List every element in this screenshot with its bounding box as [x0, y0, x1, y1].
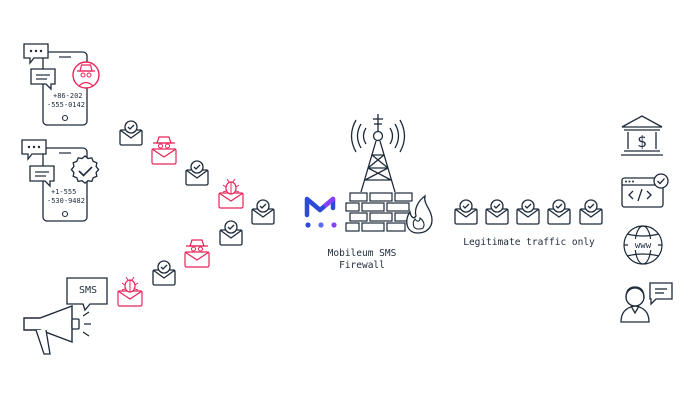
- envelope-check-icon: [579, 199, 603, 225]
- megaphone-icon: [23, 304, 91, 355]
- bug-envelope-icon: [218, 178, 244, 209]
- svg-text:www: www: [635, 241, 652, 251]
- envelope-check-icon: [251, 199, 275, 225]
- envelope-check-icon: [152, 260, 176, 286]
- phone-top-number-line1: +86-202: [53, 92, 83, 100]
- firewall-label-line2: Firewall: [339, 260, 385, 271]
- firewall-label: Mobileum SMS Firewall: [312, 248, 412, 272]
- sms-bubble-text: SMS: [78, 285, 98, 296]
- spy-badge-icon: [72, 61, 100, 89]
- firewall-label-line1: Mobileum SMS: [327, 248, 397, 259]
- user-chat-icon: [620, 282, 673, 323]
- cell-tower-icon: [350, 114, 406, 193]
- phone-middle: [21, 139, 100, 222]
- bank-icon: $: [621, 115, 663, 156]
- code-window-icon: [621, 173, 669, 208]
- envelope-check-icon: [119, 120, 143, 146]
- envelope-check-icon: [547, 199, 571, 225]
- spy-envelope-icon: [184, 239, 210, 268]
- chat-bubbles-icon: [21, 139, 55, 188]
- megaphone-group: [23, 277, 108, 355]
- envelope-check-icon: [219, 220, 243, 246]
- envelope-check-icon: [185, 160, 209, 186]
- envelope-check-icon: [516, 199, 540, 225]
- bug-envelope-icon: [117, 276, 143, 307]
- envelope-check-icon: [454, 199, 478, 225]
- chat-bubbles-icon: [23, 43, 56, 91]
- phone-top-number-line2: -555-0142: [47, 101, 85, 109]
- outgoing-messages: [454, 199, 603, 225]
- svg-text:$: $: [637, 132, 647, 151]
- phone-top: [23, 43, 100, 126]
- verified-badge-icon: [70, 155, 100, 185]
- brick-wall-icon: [345, 192, 413, 232]
- phone-middle-number-line2: -530-9482: [47, 197, 85, 205]
- flame-icon: [406, 194, 433, 234]
- globe-www-icon: www: [623, 225, 663, 265]
- mobileum-logo-icon: [304, 196, 337, 228]
- legitimate-traffic-label: Legitimate traffic only: [463, 237, 595, 248]
- envelope-check-icon: [485, 199, 509, 225]
- phone-middle-number-line1: +1-555: [51, 188, 77, 196]
- sms-bubble: [66, 277, 108, 312]
- spy-envelope-icon: [151, 136, 177, 165]
- incoming-messages: [117, 120, 275, 307]
